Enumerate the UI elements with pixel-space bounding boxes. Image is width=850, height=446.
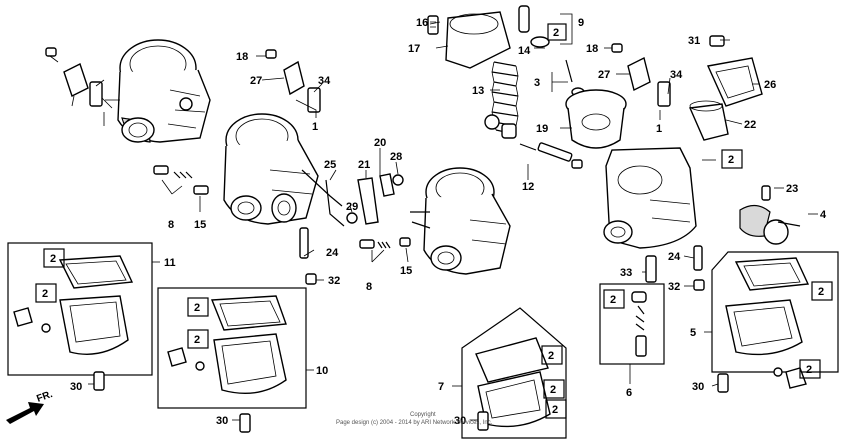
cup-22 (688, 100, 729, 141)
callout-32-left: 32 (328, 275, 340, 287)
callout-23: 23 (786, 183, 798, 195)
jet-32-left (305, 273, 317, 285)
callout-3: 3 (534, 77, 540, 89)
carburetor-body-3 (410, 167, 511, 275)
callout-2-box-b: 2 (728, 154, 734, 166)
callout-10: 10 (316, 365, 328, 377)
screw-31 (709, 35, 725, 47)
front-direction-arrow: FR. (6, 389, 54, 424)
callout-24-right: 24 (668, 251, 681, 263)
callout-1-right: 1 (656, 123, 662, 135)
callout-1-middle: 1 (312, 121, 318, 133)
callout-4: 4 (820, 209, 827, 221)
callout-2-box-l: 2 (552, 404, 558, 416)
callout-9: 9 (578, 17, 584, 29)
callout-20: 20 (374, 137, 386, 149)
callout-22: 22 (744, 119, 756, 131)
callout-2-box-e: 2 (194, 302, 200, 314)
callout-labels: 16 9 2 14 17 3 13 19 18 27 34 1 31 26 22… (35, 17, 833, 427)
callout-34-middle: 34 (318, 75, 331, 87)
callout-28: 28 (390, 151, 402, 163)
screw-30-right (717, 373, 729, 393)
float-bowl-kit-7 (461, 307, 567, 439)
callout-5: 5 (690, 327, 696, 339)
callout-27-middle: 27 (250, 75, 262, 87)
callout-8-center: 8 (366, 281, 372, 293)
callout-6: 6 (626, 387, 632, 399)
linkage-parts (325, 173, 404, 227)
callout-30-left: 30 (70, 381, 82, 393)
fitting-top-middle (265, 49, 321, 113)
callout-2-box-d: 2 (42, 288, 48, 300)
callout-30-right: 30 (692, 381, 704, 393)
jet-32-right (693, 279, 705, 291)
callout-15-center: 15 (400, 265, 412, 277)
float-bowl-kit-10 (157, 287, 307, 409)
screw-30-center-left (239, 413, 251, 433)
callout-13: 13 (472, 85, 484, 97)
callout-7: 7 (438, 381, 444, 393)
pilot-screw-set-left (153, 165, 209, 195)
callout-29: 29 (346, 201, 358, 213)
float-valve-kit-6 (599, 283, 665, 365)
callout-15-left: 15 (194, 219, 206, 231)
callout-14: 14 (518, 45, 531, 57)
callout-33: 33 (620, 267, 632, 279)
jet-33 (645, 255, 657, 283)
callout-16: 16 (416, 17, 428, 29)
leader-lines (49, 13, 818, 421)
callout-2-box-g: 2 (610, 294, 616, 306)
callout-34-right: 34 (670, 69, 683, 81)
cover-plate-26 (706, 57, 763, 107)
top-cap (445, 11, 511, 69)
callout-21: 21 (358, 159, 370, 171)
fitting-top-right (611, 43, 671, 107)
copyright-line-1: Copyright (410, 412, 436, 418)
callout-27-right: 27 (598, 69, 610, 81)
callout-31: 31 (688, 35, 700, 47)
callout-17: 17 (408, 43, 420, 55)
callout-2-box-a: 2 (553, 27, 559, 39)
throttle-lever (739, 185, 801, 245)
callout-32-right: 32 (668, 281, 680, 293)
jet-24-right (693, 245, 703, 271)
callout-2-box-k: 2 (550, 384, 556, 396)
callout-2-box-h: 2 (818, 286, 824, 298)
callout-18-middle: 18 (236, 51, 248, 63)
copyright-notice: Copyright Page design (c) 2004 - 2014 by… (336, 412, 493, 426)
carburetor-body-2 (223, 113, 343, 225)
callout-25: 25 (324, 159, 336, 171)
callout-12: 12 (522, 181, 534, 193)
screw-30-center (477, 411, 489, 431)
callout-2-box-i: 2 (806, 364, 812, 376)
callout-30-center: 30 (454, 415, 466, 427)
float-bowl-kit-5 (711, 251, 839, 389)
float-bowl-kit-11 (7, 242, 153, 376)
callout-2-box-f: 2 (194, 334, 200, 346)
needle-jet-parts (484, 114, 583, 169)
copyright-line-2: Page design (c) 2004 - 2014 by ARI Netwo… (336, 420, 493, 426)
carburetor-body-1 (99, 39, 211, 143)
jet-24-left (299, 227, 309, 259)
screw-16 (427, 15, 439, 35)
callout-2-box-j: 2 (548, 350, 554, 362)
callout-19: 19 (536, 123, 548, 135)
pilot-screw-set-center (359, 237, 411, 249)
callout-8-left: 8 (168, 219, 174, 231)
callout-2-box-c: 2 (50, 253, 56, 265)
diaphragm-piston (565, 89, 627, 149)
callout-24-left: 24 (326, 247, 339, 259)
fitting-top-left (45, 47, 103, 107)
callout-18-right: 18 (586, 43, 598, 55)
callout-11: 11 (164, 257, 176, 269)
direction-label: FR. (35, 389, 54, 405)
callout-26: 26 (764, 79, 776, 91)
callout-30-center-left: 30 (216, 415, 228, 427)
carburetor-body-4 (603, 147, 697, 249)
screw-30-left (93, 371, 105, 391)
